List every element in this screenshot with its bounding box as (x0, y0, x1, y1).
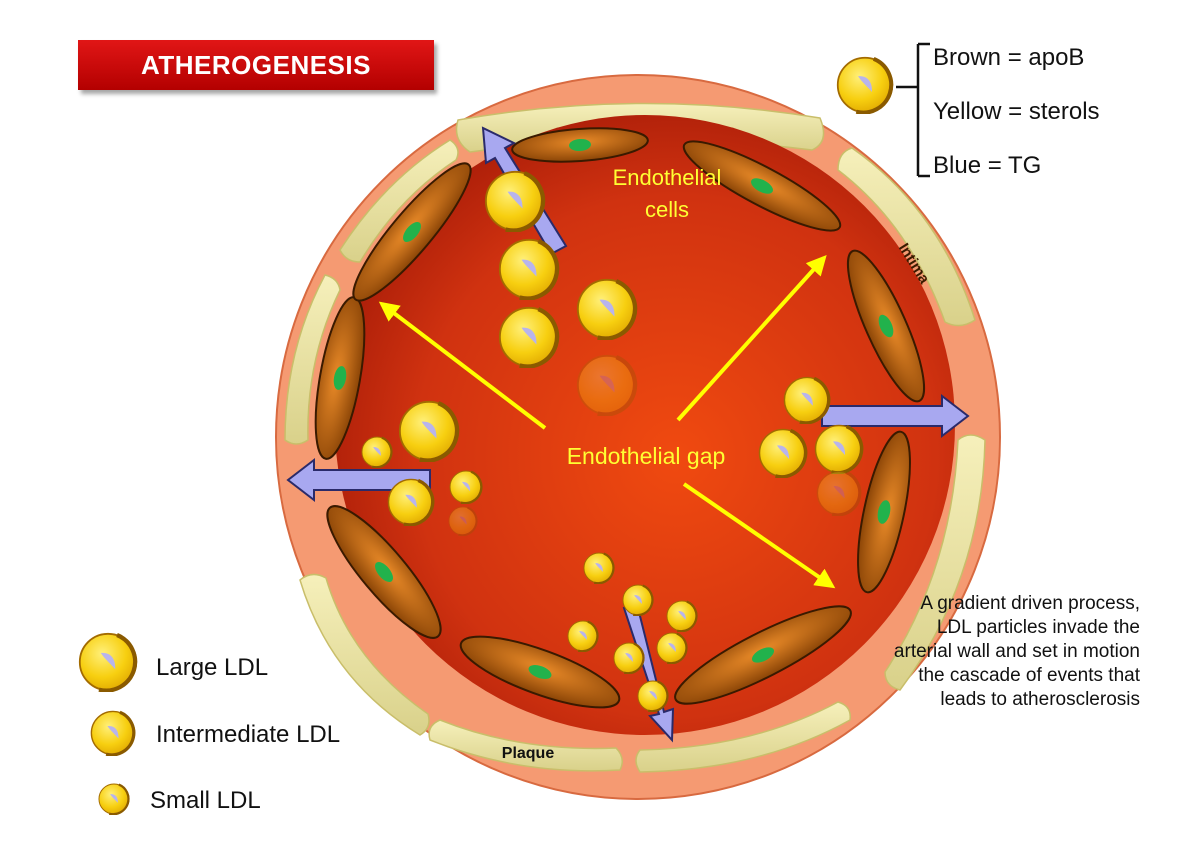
plaque-band (837, 147, 976, 327)
ldl-particle-intermediate (387, 478, 435, 526)
key-particle (838, 58, 893, 113)
ldl-particle-small (637, 680, 669, 712)
legend-small-ldl-label: Small LDL (150, 787, 261, 814)
page-title: ATHEROGENESIS (141, 49, 371, 80)
ldl-particle-small (567, 620, 599, 652)
plaque-band (635, 701, 851, 773)
plaque-band (284, 274, 341, 445)
plaque-band (428, 719, 623, 772)
endothelial-cell (352, 162, 472, 302)
ldl-particle-intermediate (814, 424, 864, 474)
diffusion-arrows (378, 255, 836, 589)
ldl-particle-large (500, 240, 558, 299)
ldl-particle-large (578, 280, 636, 339)
ldl-particle-small (449, 470, 483, 504)
legend-large-ldl-icon (80, 634, 136, 691)
ldl-particle-large (486, 172, 544, 231)
legend-large-ldl-label: Large LDL (156, 654, 269, 681)
plaque-label: Plaque (502, 745, 555, 762)
diffusion-arrow (676, 255, 827, 422)
endothelial-cell (846, 249, 926, 403)
color-key: Brown = apoB Yellow = sterols Blue = TG (933, 42, 1100, 204)
endothelial-cell (857, 430, 911, 594)
ldl-particle-intermediate (758, 428, 808, 478)
endothelial-cell (682, 140, 842, 232)
ldl-particle-small (583, 552, 615, 584)
lumen (335, 115, 955, 735)
legend-intermediate-ldl-label: Intermediate LDL (156, 721, 341, 748)
ldl-particle-large (500, 308, 558, 367)
endothelial-cell (511, 127, 649, 163)
plaque-band (299, 573, 430, 736)
ldl-particle-small (361, 436, 393, 468)
ldl-particle-small (622, 584, 654, 616)
ldl-particle-small (613, 642, 645, 674)
ldl-particle-intermediate (783, 376, 831, 424)
ldl-particle-small (666, 600, 698, 632)
description-text: A gradient driven process, LDL particles… (893, 593, 1140, 710)
endothelial-gap-label: Endothelial gap (567, 443, 726, 469)
key-bracket (896, 42, 930, 178)
endothelial-cell (459, 635, 621, 709)
legend-small-ldl-icon (98, 783, 130, 815)
endothelial-cell (326, 505, 442, 639)
key-item-apob: Brown = apoB (933, 44, 1085, 71)
legend-intermediate-ldl-icon (90, 710, 136, 756)
endothelial-cells-label: Endothelial (613, 165, 722, 190)
endothelial-cells (314, 127, 926, 709)
diffusion-arrow (682, 482, 836, 589)
plaque-band (339, 139, 459, 263)
ldl-particle-small (656, 632, 688, 664)
key-item-sterols: Yellow = sterols (933, 98, 1100, 125)
ldl-particle-ghost (578, 356, 636, 415)
diffusion-arrow (378, 301, 547, 430)
plaque-band (884, 434, 986, 691)
endothelial-cell (674, 605, 852, 705)
title-banner: ATHEROGENESIS (78, 40, 434, 90)
key-item-tg: Blue = TG (933, 152, 1042, 179)
endothelial-cells-label: cells (645, 197, 689, 222)
ldl-particle-large (400, 402, 458, 461)
